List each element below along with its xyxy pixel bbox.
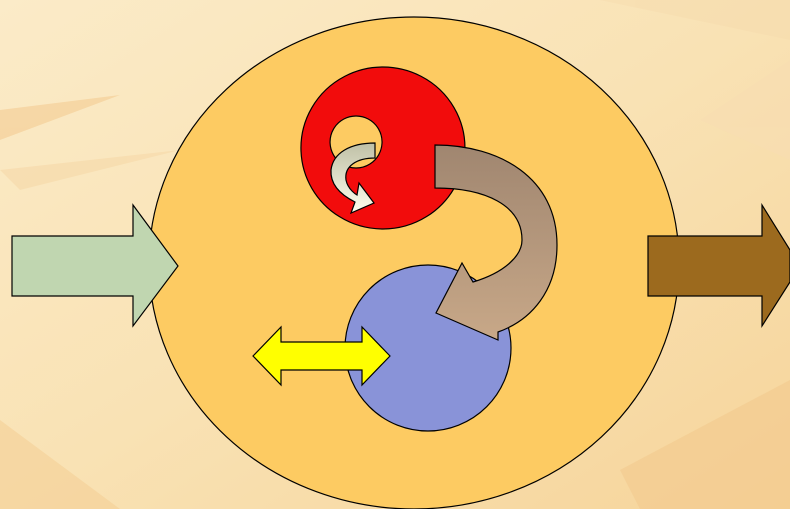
double-arrow bbox=[252, 325, 391, 387]
curved-transfer-arrow bbox=[434, 144, 558, 341]
small-circular-arrow bbox=[330, 142, 376, 215]
output-arrow bbox=[647, 202, 790, 329]
input-arrow bbox=[11, 203, 179, 328]
